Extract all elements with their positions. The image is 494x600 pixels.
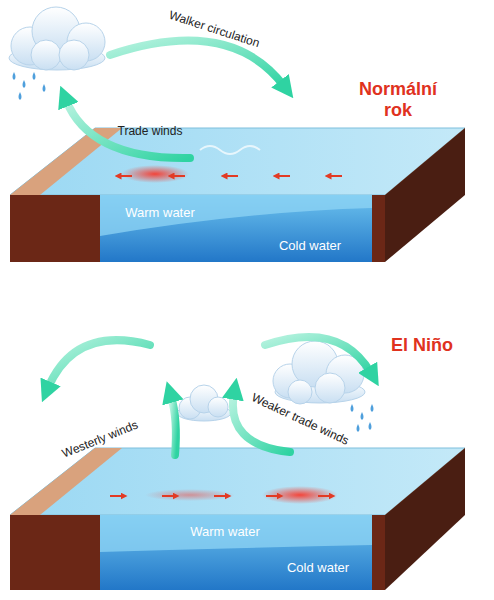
normal-wind-arrows [66, 41, 284, 158]
water-layer-label: Cold water [279, 239, 341, 254]
arrow-label: Trade winds [118, 125, 183, 139]
water-layer-label: Cold water [287, 561, 349, 576]
el-nino-ocean-block [10, 448, 465, 590]
normal-cloud [9, 7, 105, 70]
panel-heading: Normální rok [343, 79, 453, 120]
rain-drops [13, 72, 46, 100]
panel-heading: El Niño [391, 335, 453, 356]
rain-drops [351, 404, 374, 432]
water-layer-label: Warm water [190, 525, 260, 540]
normal-ocean-block [10, 128, 465, 262]
water-layer-label: Warm water [125, 206, 195, 221]
